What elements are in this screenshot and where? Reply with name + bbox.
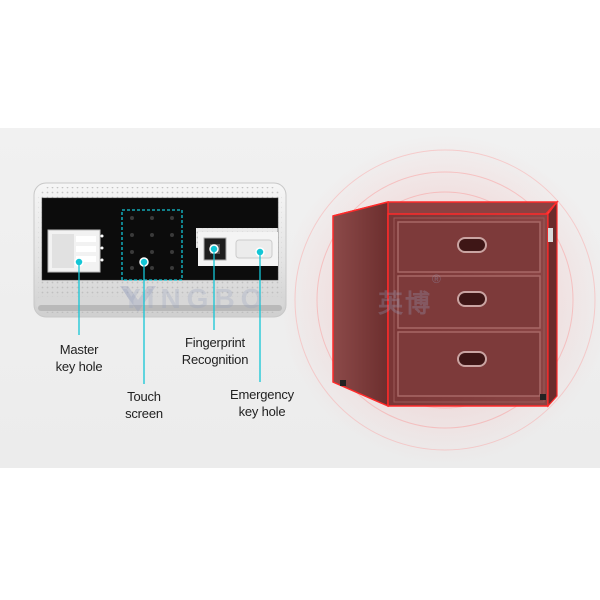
- drawer-1: [397, 221, 541, 273]
- drawer-3: [397, 331, 541, 397]
- callouts: [74, 209, 265, 384]
- control-panel: [33, 182, 287, 318]
- watermark-logo: [120, 286, 156, 312]
- label-touch-screen: Touch screen: [125, 389, 163, 421]
- watermark-registered: ®: [432, 272, 441, 286]
- cabinet: [332, 200, 559, 408]
- label-fingerprint-recognition: Fingerprint Recognition: [181, 335, 249, 367]
- label-master-key-hole: Master key hole: [55, 342, 103, 374]
- label-emergency-key-hole: Emergency key hole: [230, 387, 294, 419]
- drawer-2: [397, 275, 541, 329]
- watermark-text: YINGBO: [122, 283, 269, 314]
- watermark-chinese: 英博: [378, 290, 433, 318]
